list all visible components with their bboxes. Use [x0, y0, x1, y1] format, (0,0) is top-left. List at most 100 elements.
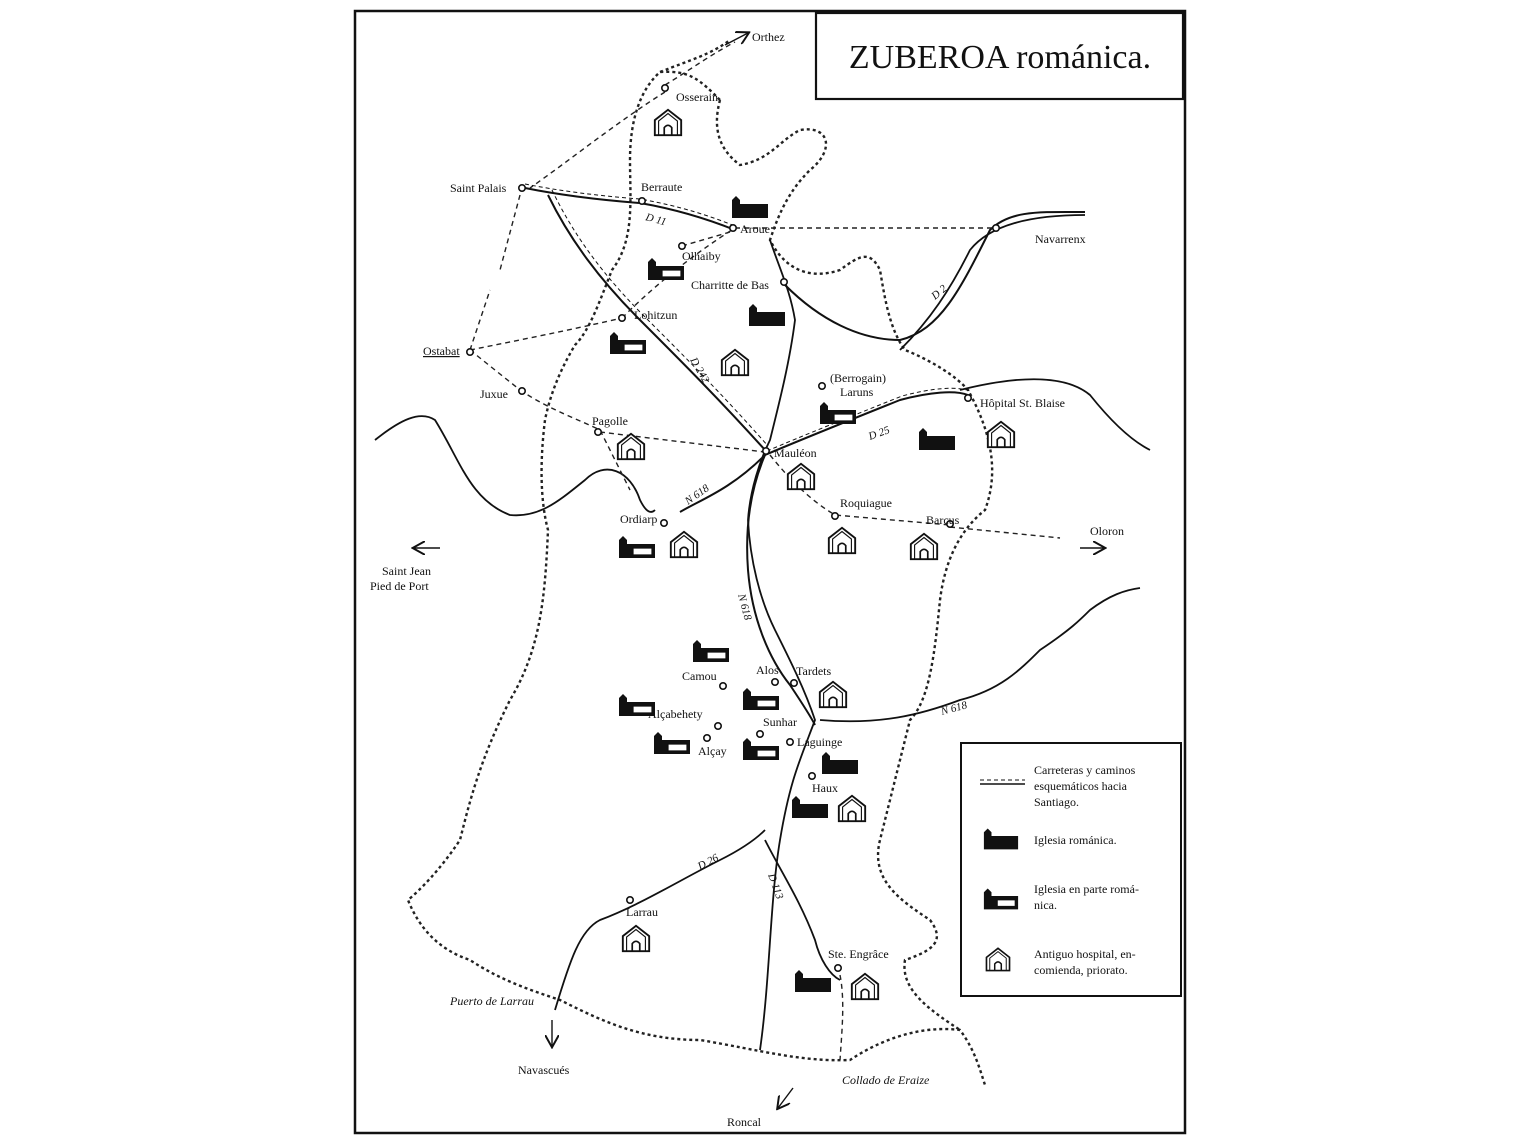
town-label-juxue: Juxue: [480, 387, 508, 401]
river-engrace: [764, 839, 841, 981]
town-label-aroue: Aroue: [740, 222, 770, 236]
church-icon: [732, 196, 768, 218]
path-orthez: [664, 41, 736, 86]
town-dot-berraute: [637, 197, 646, 206]
town-label-pagolle: Pagolle: [592, 414, 628, 428]
town-dot-navarrenx: [991, 224, 1000, 233]
path-mauleon-roquiague: [769, 454, 951, 526]
town-dot-osserain: [660, 84, 669, 93]
town-dot-olhaiby: [677, 242, 686, 251]
town-label-berraute: Berraute: [641, 180, 682, 194]
town-label-sunhar: Sunhar: [763, 715, 797, 729]
path-saintpalais-lohitzun: [499, 194, 521, 271]
river-southeast: [819, 587, 1141, 723]
road-label-d11: D 11: [643, 211, 667, 228]
town-label-alcay: Alçay: [698, 744, 727, 758]
town-label-barcus: Barcus: [926, 513, 960, 527]
dir-oloron: Oloron: [1090, 524, 1124, 538]
partial-church-icon: [692, 639, 730, 663]
title-box: [814, 11, 1185, 101]
town-dot-pagolle: [593, 427, 602, 436]
church-icon: [822, 752, 858, 774]
church-icon: [919, 428, 955, 450]
town-label-alcabehety: Alçabehety: [648, 707, 703, 721]
town-dot-alos: [770, 677, 779, 686]
town-dot-ordiarp: [659, 518, 668, 527]
town-dot-larrau: [625, 895, 634, 904]
town-dot-barcus: [945, 519, 954, 528]
hospital-icon: [909, 532, 939, 561]
town-label-osserain: Osserain: [676, 90, 718, 104]
partial-church-icon: [647, 257, 685, 281]
town-label-alos: Alos: [756, 663, 779, 677]
legend-paths-3: Santiago.: [1034, 795, 1079, 809]
town-dot-alcabehety: [713, 721, 722, 730]
hospital-icon: [669, 530, 699, 559]
town-dot-sunhar: [755, 729, 764, 738]
town-dot-aroue: [728, 224, 737, 233]
pass-larrau: Puerto de Larrau: [449, 994, 534, 1008]
road-label-n618-a: N 618: [682, 482, 712, 508]
hospital-icon: [720, 348, 750, 377]
town-label-navarrenx: Navarrenx: [1035, 232, 1086, 246]
town-dot-laruns: [817, 381, 826, 390]
town-label-tardets: Tardets: [796, 664, 831, 678]
legend-partial-2: nica.: [1034, 898, 1057, 912]
town-label-olhaiby: Olhaiby: [682, 249, 721, 263]
road-lohitzun-mauleon: [547, 194, 766, 451]
road-mauleon-ordiarp: [679, 454, 766, 513]
town-label-charritte: Charritte de Bas: [691, 278, 769, 292]
arrow-roncal: [778, 1087, 794, 1108]
road-label-d26: D 26: [695, 852, 721, 873]
road-label-d25: D 25: [866, 424, 892, 443]
partial-church-icon: [618, 693, 656, 717]
path-juxue-pagolle: [519, 389, 631, 491]
town-label-haux: Haux: [812, 781, 838, 795]
town-dot-charritte: [779, 277, 788, 286]
hospital-icon: [986, 420, 1016, 449]
hospital-icon: [818, 680, 848, 709]
town-label-camou: Camou: [682, 669, 717, 683]
town-label-larrau: Larrau: [626, 905, 658, 919]
border-north-loop: [659, 39, 731, 74]
dir-roncal: Roncal: [727, 1115, 762, 1129]
arrow-orthez: [724, 33, 748, 46]
path-ostabat-juxue: [469, 349, 521, 391]
road-d25-dash: [766, 387, 971, 452]
legend-hospital-2: comienda, priorato.: [1034, 963, 1128, 977]
town-label-ostabat: Ostabat: [423, 344, 460, 358]
legend-hospital-1: Antiguo hospital, en-: [1034, 947, 1136, 961]
path-osserain-saintpalais: [529, 91, 666, 189]
town-dot-ste-engrace: [833, 963, 842, 972]
hospital-icon: [837, 794, 867, 823]
partial-church-icon: [742, 737, 780, 761]
partial-church-icon: [618, 535, 656, 559]
partial-church-icon: [653, 731, 691, 755]
road-label-n618-c: N 618: [939, 699, 969, 718]
map-frame: [353, 9, 1187, 1135]
river-west: [374, 415, 656, 517]
town-dot-laguinge: [785, 737, 794, 746]
church-icon: [792, 796, 828, 818]
town-dot-alcay: [702, 733, 711, 742]
hospital-icon: [621, 924, 651, 953]
path-olhaiby: [681, 231, 731, 247]
town-dot-lohitzun: [617, 313, 626, 322]
hospital-icon: [827, 526, 857, 555]
legend-paths-2: esquemáticos hacia: [1034, 779, 1128, 793]
dir-navascues: Navascués: [518, 1063, 570, 1077]
town-label-ste-engrace: Ste. Engrâce: [828, 947, 889, 961]
road-mauleon-tardets: [746, 454, 816, 726]
hospital-icon: [850, 972, 880, 1001]
river-north: [899, 214, 1086, 351]
town-dot-mauleon: [761, 446, 770, 455]
town-label-lohitzun: Lohitzun: [634, 308, 677, 322]
road-label-d113: D 113: [765, 871, 786, 901]
church-icon: [795, 970, 831, 992]
town-dot-saint-palais: [517, 184, 526, 193]
partial-church-icon: [742, 687, 780, 711]
town-label-hopital: Hôpital St. Blaise: [980, 396, 1065, 410]
partial-church-icon: [819, 401, 857, 425]
